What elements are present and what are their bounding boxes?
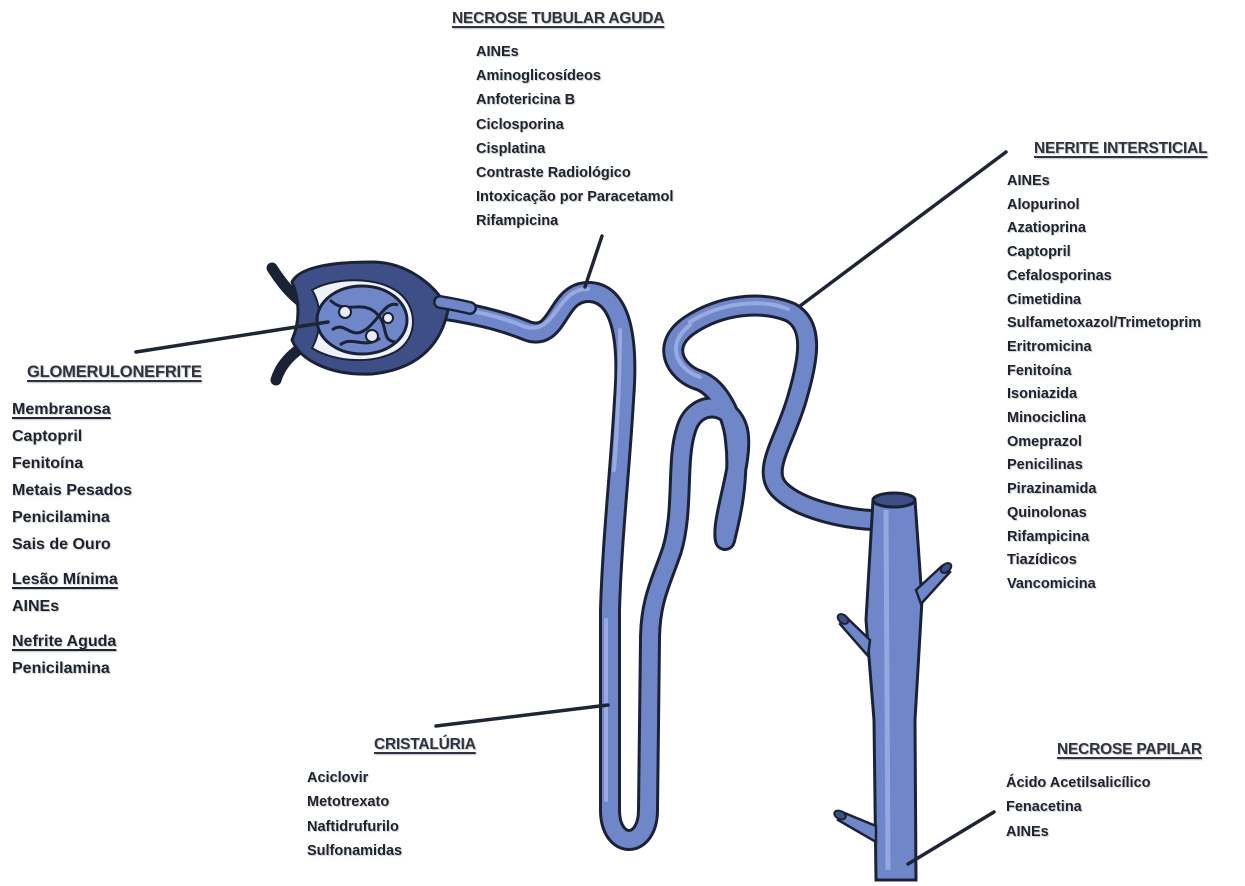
cristaluria-group: CRISTALÚRIA Aciclovir Metotrexato Naftid… [307,736,476,863]
leader-line-ntag [585,236,602,287]
list-item: Pirazinamida [1007,478,1207,502]
list-item: Cisplatina [476,137,673,161]
list-item: Cefalosporinas [1007,265,1207,289]
necrose-papilar-group: NECROSE PAPILAR Ácido Acetilsalicílico F… [1006,741,1202,844]
lesao-minima-label: Lesão Mínima [12,566,202,593]
list-item: Fenitoína [12,450,202,477]
nefrite-intersticial-title: NEFRITE INTERSTICIAL [1034,140,1207,158]
necrose-tubular-aguda-list: AINEs Aminoglicosídeos Anfotericina B Ci… [476,40,673,234]
leader-line-cristaluria [436,705,608,726]
list-item: Sulfametoxazol/Trimetoprim [1007,312,1207,336]
list-item: Minociclina [1007,407,1207,431]
membranosa-section: Membranosa Captopril Fenitoína Metais Pe… [12,396,202,558]
list-item: Penicilamina [12,655,202,682]
necrose-tubular-aguda-title: NECROSE TUBULAR AGUDA [452,10,673,28]
collecting-duct [833,493,953,880]
list-item: Tiazídicos [1007,549,1207,573]
list-item: Intoxicação por Paracetamol [476,185,673,209]
necrose-papilar-list: Ácido Acetilsalicílico Fenacetina AINEs [1006,771,1202,844]
cristaluria-title: CRISTALÚRIA [374,736,476,754]
list-item: Aminoglicosídeos [476,64,673,88]
list-item: Quinolonas [1007,502,1207,526]
list-item: AINEs [1007,170,1207,194]
glomerulus [317,286,407,354]
list-item: Vancomicina [1007,573,1207,597]
nefrite-aguda-section: Nefrite Aguda Penicilamina [12,628,202,682]
tubule-fill [430,292,876,840]
list-item: AINEs [12,593,202,620]
list-item: Metais Pesados [12,477,202,504]
list-item: AINEs [476,40,673,64]
membranosa-label: Membranosa [12,396,202,423]
list-item: Ácido Acetilsalicílico [1006,771,1202,795]
list-item: Cimetidina [1007,289,1207,313]
leader-line-nefrite-intersticial [800,152,1006,306]
list-item: Penicilinas [1007,454,1207,478]
list-item: Contraste Radiológico [476,161,673,185]
list-item: Metotrexato [307,790,476,814]
list-item: Naftidrufurilo [307,815,476,839]
list-item: Sulfonamidas [307,839,476,863]
necrose-papilar-title: NECROSE PAPILAR [1057,741,1202,759]
list-item: Isoniazida [1007,383,1207,407]
list-item: AINEs [1006,820,1202,844]
glomerulonefrite-title: GLOMERULONEFRITE [27,363,202,382]
lesao-minima-section: Lesão Mínima AINEs [12,566,202,620]
list-item: Alopurinol [1007,194,1207,218]
list-item: Eritromicina [1007,336,1207,360]
list-item: Omeprazol [1007,431,1207,455]
list-item: Aciclovir [307,766,476,790]
list-item: Captopril [12,423,202,450]
list-item: Rifampicina [476,209,673,233]
leader-line-necrose-papilar [908,812,994,864]
list-item: Sais de Ouro [12,531,202,558]
list-item: Ciclosporina [476,113,673,137]
list-item: Anfotericina B [476,88,673,112]
list-item: Captopril [1007,241,1207,265]
cristaluria-list: Aciclovir Metotrexato Naftidrufurilo Sul… [307,766,476,863]
necrose-tubular-aguda-group: NECROSE TUBULAR AGUDA AINEs Aminoglicosí… [476,10,673,234]
nefrite-intersticial-list: AINEs Alopurinol Azatioprina Captopril C… [1007,170,1207,597]
list-item: Fenitoína [1007,360,1207,384]
list-item: Penicilamina [12,504,202,531]
nefrite-aguda-label: Nefrite Aguda [12,628,202,655]
list-item: Rifampicina [1007,526,1207,550]
list-item: Azatioprina [1007,217,1207,241]
glomerulonefrite-group: GLOMERULONEFRITE Membranosa Captopril Fe… [12,363,202,682]
list-item: Fenacetina [1006,795,1202,819]
nefrite-intersticial-group: NEFRITE INTERSTICIAL AINEs Alopurinol Az… [1007,140,1207,597]
